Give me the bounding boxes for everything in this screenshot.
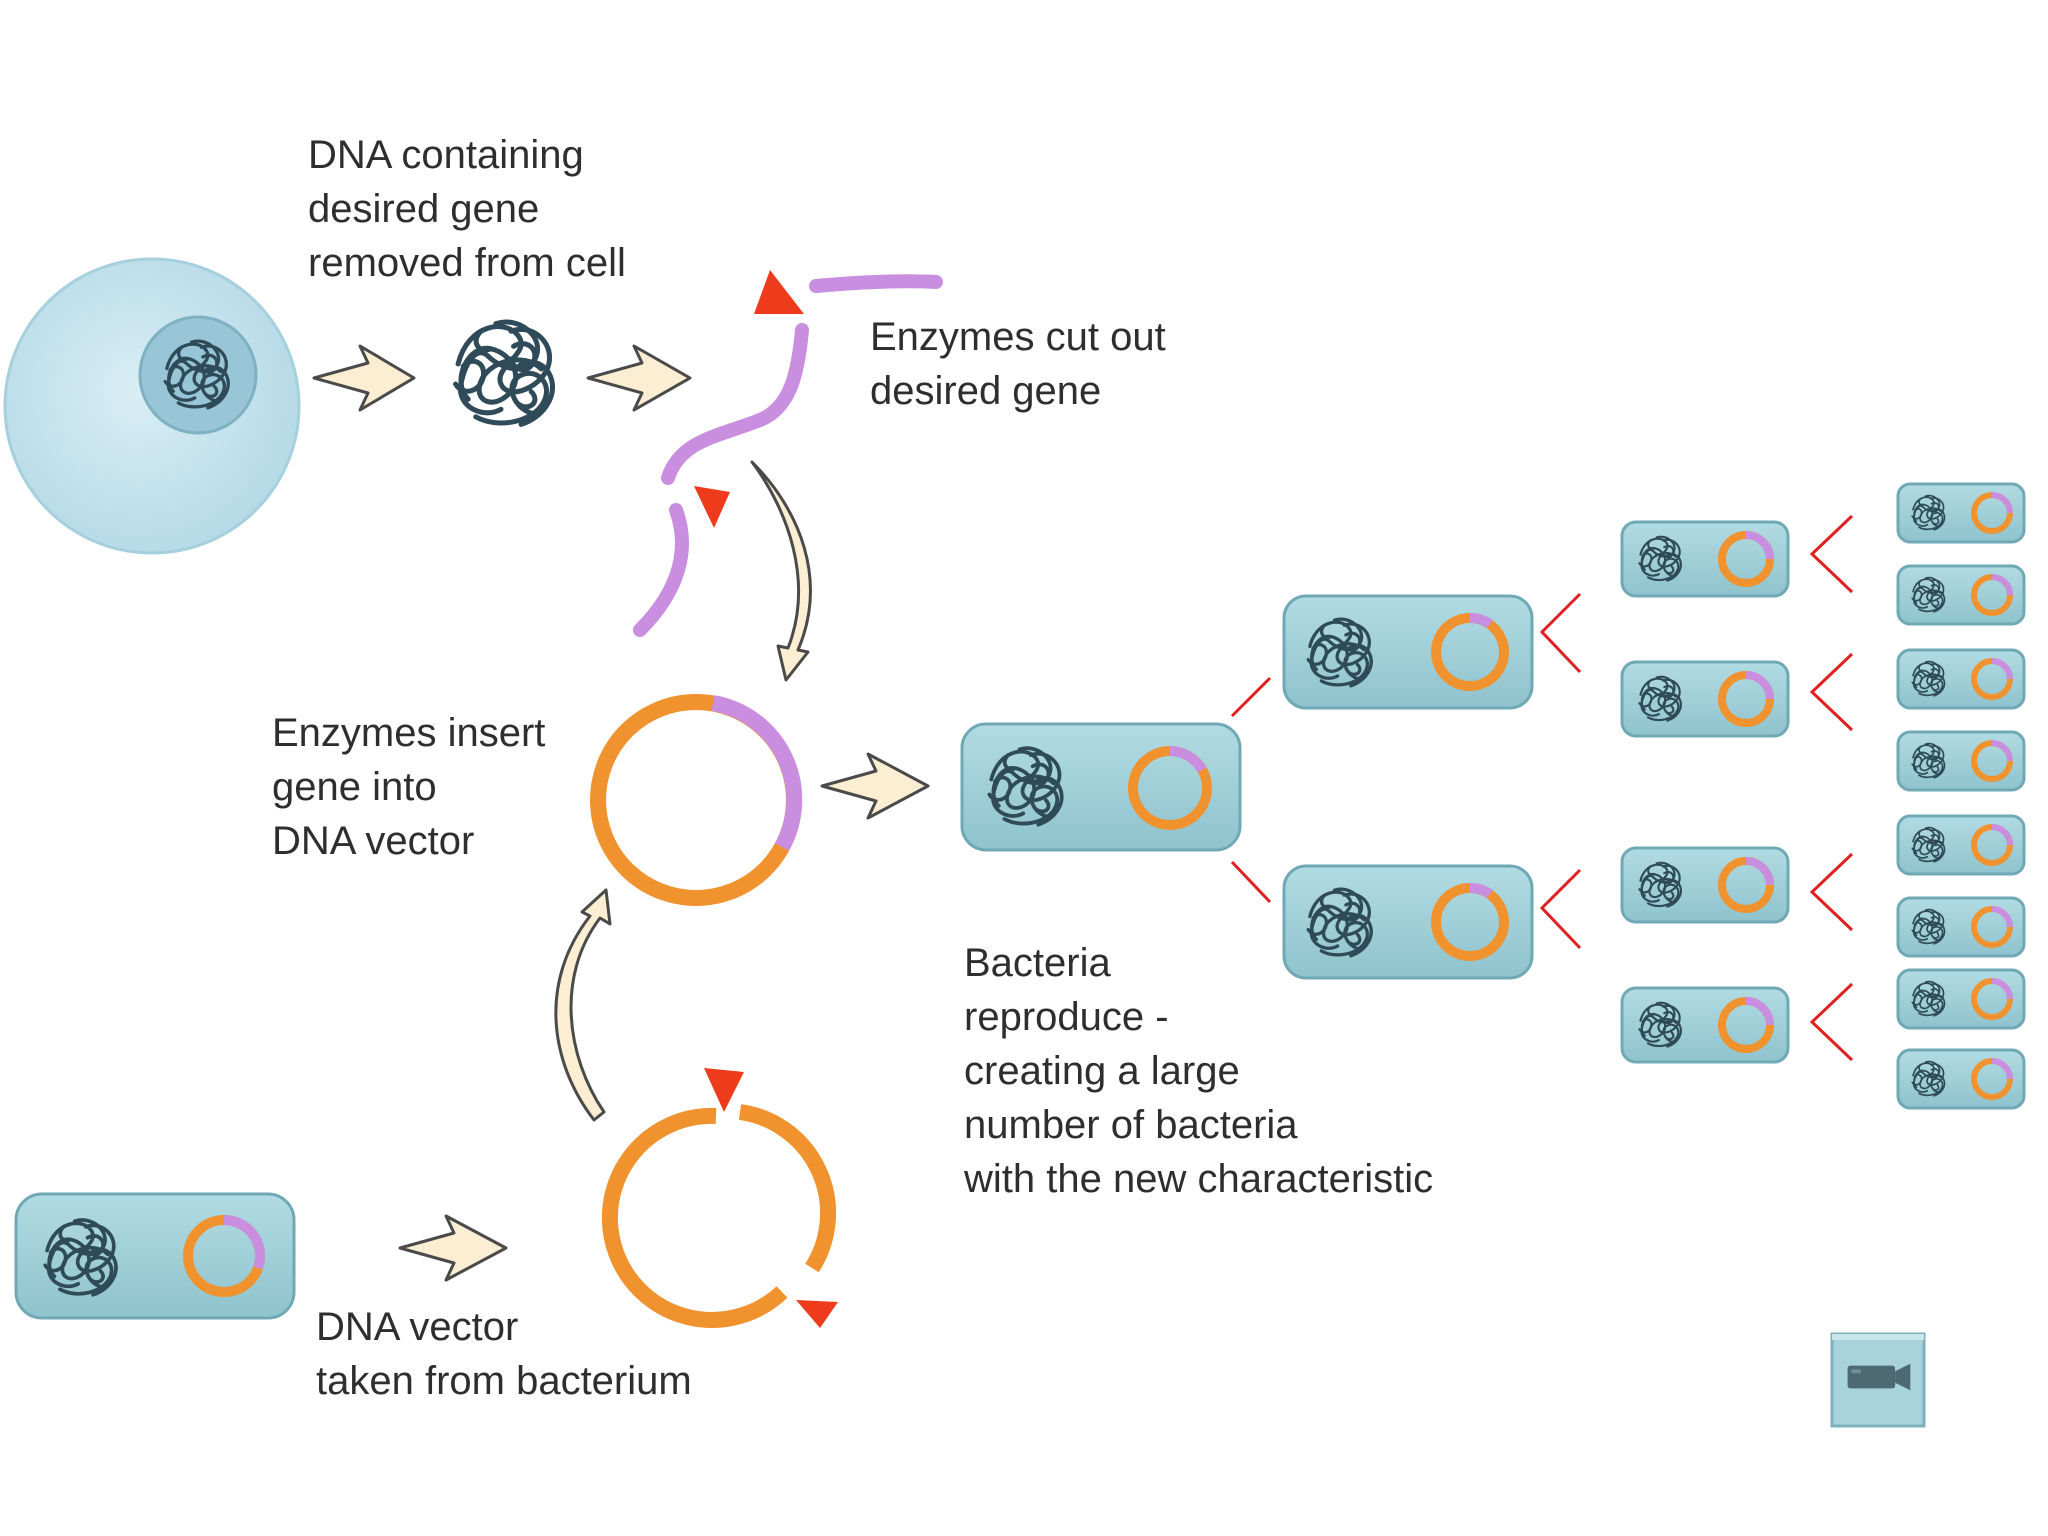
label-dna-removed-line2: desired gene xyxy=(308,187,540,231)
arrow-cell-to-dna xyxy=(312,344,416,412)
branch-gen2 xyxy=(1539,592,1582,950)
label-enzymes-cut: Enzymes cut out desired gene xyxy=(870,310,1166,418)
label-dna-vector-line2: taken from bacterium xyxy=(316,1359,692,1403)
label-dna-removed-line1: DNA containing xyxy=(308,133,584,177)
cut-dna-strand xyxy=(633,270,943,637)
source-bacterium xyxy=(14,1192,296,1320)
bacterium-gen4-8 xyxy=(1896,1048,2026,1110)
label-enzymes-cut-line1: Enzymes cut out xyxy=(870,315,1166,359)
branch-gen3 xyxy=(1809,514,1854,1062)
label-dna-removed: DNA containing desired gene removed from… xyxy=(308,128,626,290)
label-enzymes-insert-line1: Enzymes insert xyxy=(272,711,546,755)
bacterium-gen2-bottom xyxy=(1282,864,1534,980)
label-bacteria-reproduce-line3: creating a large xyxy=(964,1049,1240,1093)
bacterium-gen3-1 xyxy=(1620,520,1790,598)
curved-arrow-gene-to-vector xyxy=(750,460,812,682)
opened-plasmid xyxy=(601,1068,838,1328)
arrow-dna-to-strand xyxy=(586,344,692,412)
bacterium-gen3-4 xyxy=(1620,986,1790,1064)
recombinant-plasmid xyxy=(590,694,803,906)
label-dna-vector: DNA vector taken from bacterium xyxy=(316,1300,692,1408)
bacterium-gen4-6 xyxy=(1896,896,2026,958)
label-dna-vector-line1: DNA vector xyxy=(316,1305,519,1349)
bacterium-gen1 xyxy=(960,722,1242,852)
label-bacteria-reproduce-line1: Bacteria xyxy=(964,941,1111,985)
curved-arrow-vector-to-plasmid xyxy=(554,888,612,1122)
video-button[interactable] xyxy=(1830,1332,1926,1428)
bacterium-gen2-top xyxy=(1282,594,1534,710)
arrow-plasmid-to-bacterium xyxy=(820,752,930,820)
label-enzymes-insert-line2: gene into xyxy=(272,765,437,809)
bacterium-gen4-5 xyxy=(1896,814,2026,876)
label-bacteria-reproduce: Bacteria reproduce - creating a large nu… xyxy=(964,936,1433,1206)
enzyme-open-top xyxy=(704,1068,744,1112)
dna-tangle xyxy=(456,322,553,424)
bacterium-gen4-3 xyxy=(1896,648,2026,710)
bacterium-gen4-2 xyxy=(1896,564,2026,626)
bacterium-gen3-3 xyxy=(1620,846,1790,924)
enzyme-open-bottom xyxy=(796,1300,838,1328)
animal-cell xyxy=(3,257,301,555)
bacterium-gen4-7 xyxy=(1896,968,2026,1030)
label-bacteria-reproduce-line4: number of bacteria xyxy=(964,1103,1298,1147)
bacterium-gen4-1 xyxy=(1896,482,2026,544)
label-bacteria-reproduce-line2: reproduce - xyxy=(964,995,1169,1039)
label-enzymes-insert-line3: DNA vector xyxy=(272,819,475,863)
label-dna-removed-line3: removed from cell xyxy=(308,241,626,285)
label-bacteria-reproduce-line5: with the new characteristic xyxy=(964,1157,1434,1201)
arrow-bacterium-to-vector xyxy=(398,1214,508,1282)
branch-gen1 xyxy=(1230,676,1272,904)
enzyme-cut-bottom xyxy=(694,486,730,528)
bacterium-gen4-4 xyxy=(1896,730,2026,792)
label-enzymes-cut-line2: desired gene xyxy=(870,369,1102,413)
bacterium-gen3-2 xyxy=(1620,660,1790,738)
label-enzymes-insert: Enzymes insert gene into DNA vector xyxy=(272,706,545,868)
enzyme-cut-top xyxy=(754,270,804,314)
